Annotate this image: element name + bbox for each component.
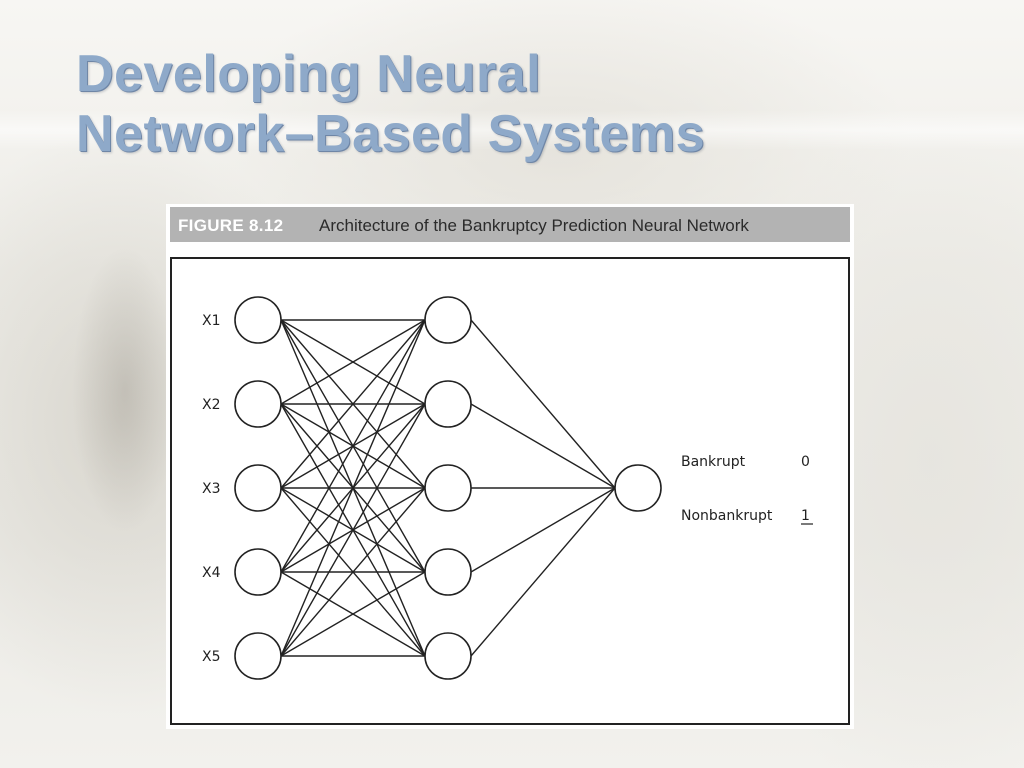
input-label-1: X1 xyxy=(202,313,221,329)
slide-title-line-2: Network–Based Systems xyxy=(76,105,706,163)
edge-input-4-hidden-1 xyxy=(280,319,426,573)
slide-title-line-1: Developing Neural xyxy=(76,45,542,103)
output-node xyxy=(614,464,662,512)
hidden-node-4 xyxy=(424,548,472,596)
output-label-2: Nonbankrupt xyxy=(681,508,773,524)
input-label-3: X3 xyxy=(202,481,221,497)
hidden-node-2 xyxy=(424,380,472,428)
figure-caption: Architecture of the Bankruptcy Predictio… xyxy=(319,216,749,235)
output-value-1: 0 xyxy=(801,454,810,470)
edge-hidden-5-output xyxy=(470,487,616,657)
hidden-node-3 xyxy=(424,464,472,512)
input-node-1 xyxy=(234,296,282,344)
figure-panel: FIGURE 8.12 Architecture of the Bankrupt… xyxy=(166,204,854,729)
edge-input-5-hidden-3 xyxy=(280,487,426,657)
connection-lines xyxy=(280,319,616,657)
edge-hidden-4-output xyxy=(470,487,616,573)
edge-hidden-2-output xyxy=(470,403,616,489)
output-value-2: 1 xyxy=(801,508,810,524)
edge-input-3-hidden-1 xyxy=(280,319,426,489)
edge-input-5-hidden-1 xyxy=(280,319,426,657)
edge-input-5-hidden-2 xyxy=(280,403,426,657)
hidden-node-5 xyxy=(424,632,472,680)
input-node-4 xyxy=(234,548,282,596)
slide-title: Developing Neural Network–Based Systems xyxy=(76,44,936,164)
input-node-3 xyxy=(234,464,282,512)
hidden-node-1 xyxy=(424,296,472,344)
input-label-5: X5 xyxy=(202,649,221,665)
output-label-1: Bankrupt xyxy=(681,454,746,470)
input-label-4: X4 xyxy=(202,565,221,581)
edge-input-5-hidden-4 xyxy=(280,571,426,657)
network-nodes xyxy=(234,296,662,680)
input-node-2 xyxy=(234,380,282,428)
edge-hidden-1-output xyxy=(470,319,616,489)
figure-number: FIGURE 8.12 xyxy=(178,216,284,235)
input-label-2: X2 xyxy=(202,397,221,413)
edge-input-2-hidden-1 xyxy=(280,319,426,405)
background-light-band xyxy=(0,110,1024,150)
figure-header: FIGURE 8.12 Architecture of the Bankrupt… xyxy=(170,207,850,242)
input-node-5 xyxy=(234,632,282,680)
